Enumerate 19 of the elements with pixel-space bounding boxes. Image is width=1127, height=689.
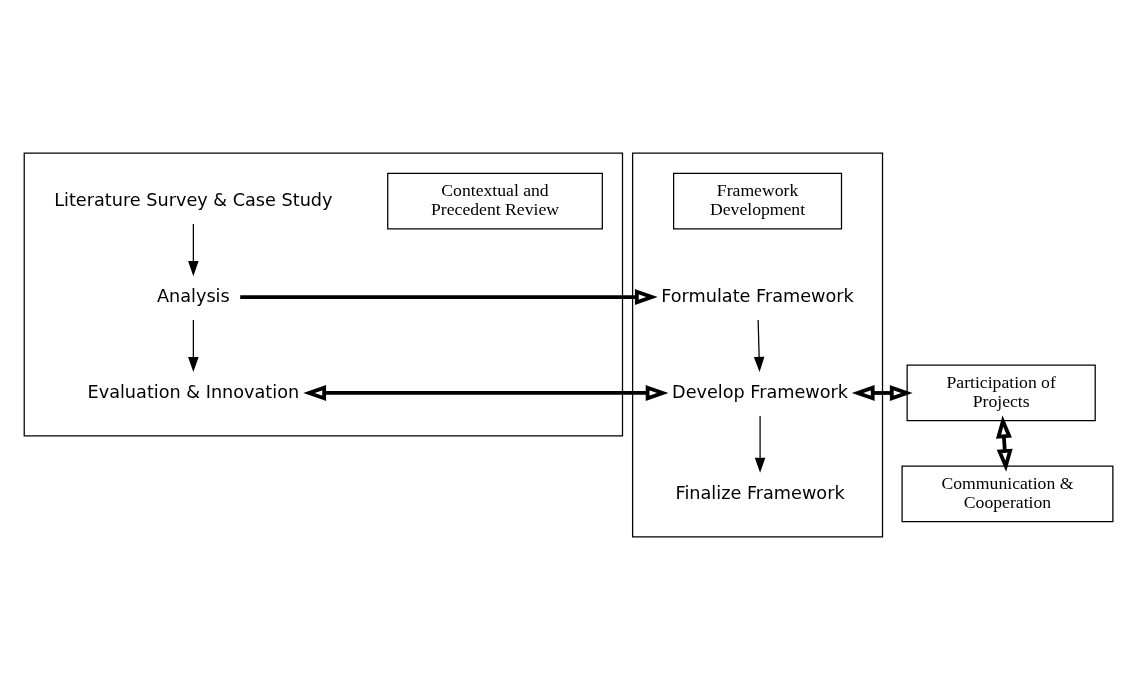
- node-box: Communication & Cooperation: [901, 465, 1114, 522]
- arrow: [753, 318, 765, 372]
- arrow: [303, 384, 669, 401]
- arrow: [754, 414, 766, 473]
- arrow: [851, 384, 913, 401]
- node-text: Literature Survey & Case Study: [54, 189, 333, 210]
- arrow: [996, 414, 1013, 472]
- node-text: Formulate Framework: [661, 285, 854, 306]
- arrow: [240, 288, 658, 305]
- node-text: Evaluation & Innovation: [87, 381, 300, 402]
- node-text: Finalize Framework: [675, 482, 845, 503]
- arrow: [188, 222, 199, 276]
- node-box: Framework Development: [673, 172, 843, 229]
- arrow: [188, 318, 199, 372]
- node-text: Analysis: [156, 285, 230, 306]
- node-box: Participation of Projects: [906, 364, 1096, 421]
- node-text: Develop Framework: [672, 381, 849, 402]
- node-box: Contextual and Precedent Review: [387, 172, 603, 229]
- cluster: [23, 152, 624, 436]
